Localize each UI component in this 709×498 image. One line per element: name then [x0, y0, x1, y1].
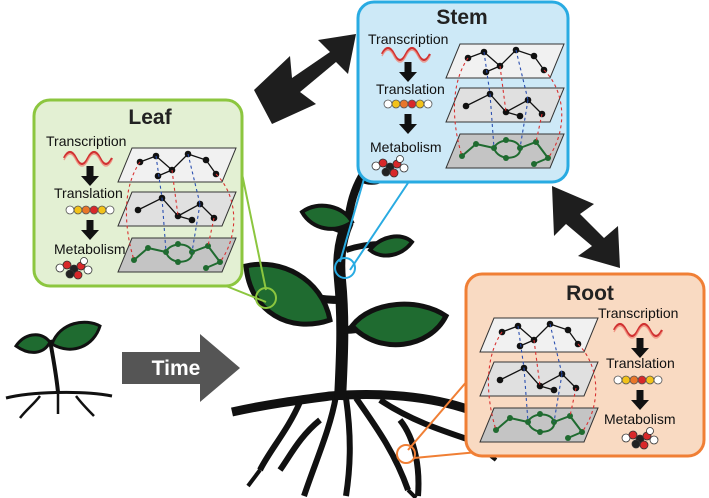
root-panel: Root Transcription Translation Metabolis… [464, 272, 706, 458]
transcription-label: Transcription [46, 133, 126, 149]
leaf-callout-lines [225, 163, 277, 309]
transcription-label: Transcription [368, 31, 448, 47]
double-headed-arrow-icon [254, 34, 356, 124]
time-label: Time [152, 357, 201, 380]
metabolism-label: Metabolism [604, 411, 676, 427]
transcription-label: Transcription [598, 305, 678, 321]
translation-label: Translation [376, 81, 445, 97]
network-layers [445, 43, 565, 169]
stem-panel: Stem Transcription Translation Metabolis… [356, 0, 570, 184]
network-layers [479, 317, 599, 443]
translation-label: Translation [54, 185, 123, 201]
mature-plant [231, 155, 702, 498]
panel-title: Leaf [128, 106, 172, 129]
right-arrow-icon [122, 334, 240, 402]
metabolism-label: Metabolism [54, 241, 126, 257]
network-layers [117, 147, 237, 273]
panel-title: Root [566, 282, 614, 305]
double-headed-arrow-icon [552, 186, 620, 268]
translation-label: Translation [606, 355, 675, 371]
root-callout-lines [396, 379, 479, 464]
seedling [5, 320, 113, 419]
panel-title: Stem [436, 6, 487, 29]
time-arrow: Time [122, 334, 240, 402]
metabolism-label: Metabolism [370, 139, 442, 155]
leaf-panel: Leaf Transcription Translation Metabolis… [32, 98, 244, 288]
